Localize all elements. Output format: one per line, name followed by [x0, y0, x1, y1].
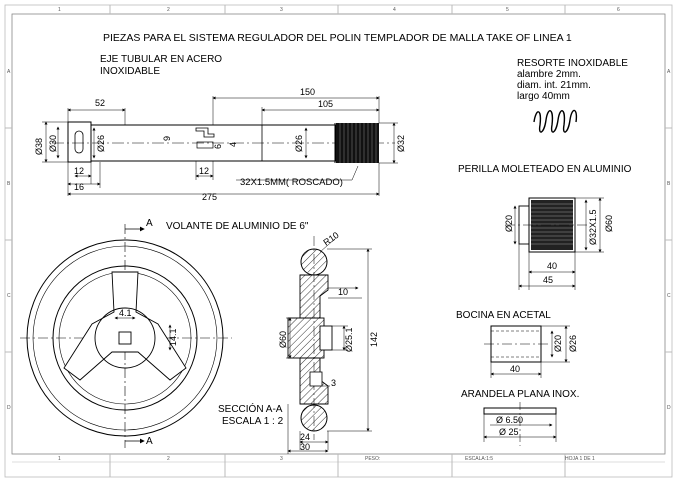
- dim-6: 6: [213, 144, 223, 149]
- column-label: 3: [280, 456, 283, 462]
- section-dim-142: 142: [369, 332, 379, 347]
- section-title-line1: SECCIÓN A-A: [218, 402, 283, 415]
- footer-scale: ESCALA:1:5: [465, 456, 493, 462]
- dim-275: 275: [202, 192, 217, 202]
- section-view: SECCIÓN A-A ESCALA 1 : 2 R10 10 Ø60: [218, 230, 379, 454]
- dim-d30: Ø30: [48, 135, 58, 152]
- handwheel-dim-41: 4.1: [119, 308, 132, 318]
- spring-view: RESORTE INOXIDABLE alambre 2mm. diam. in…: [517, 58, 628, 133]
- washer-view: ARANDELA PLANA INOX. Ø 6.50 Ø 25: [461, 389, 579, 446]
- knob-dim-d32x15: Ø32X1.5: [588, 209, 598, 245]
- row-label: C: [7, 293, 11, 299]
- dim-4: 4: [228, 142, 238, 147]
- column-label: 6: [617, 7, 620, 13]
- footer-sheet: HOJA 1 DE 1: [565, 456, 595, 462]
- washer-title: ARANDELA PLANA INOX.: [461, 389, 579, 400]
- footer-weight: PESO:: [365, 456, 380, 462]
- section-dim-d251: Ø25.1: [344, 327, 354, 352]
- row-label: A: [667, 69, 671, 75]
- column-label: 2: [167, 7, 170, 13]
- bushing-dim-d26: Ø26: [568, 335, 578, 352]
- column-label: 4: [393, 7, 396, 13]
- section-title-line2: ESCALA 1 : 2: [222, 416, 284, 427]
- spring-line2: alambre 2mm.: [517, 69, 581, 80]
- section-dim-d60: Ø60: [278, 331, 288, 348]
- dim-105: 105: [318, 99, 333, 109]
- section-marker-top: A: [146, 218, 153, 229]
- section-dim-24: 24: [300, 432, 310, 442]
- section-dim-30: 30: [300, 442, 310, 452]
- sheet-border: 1 2 3 4 5 6 1 2 3 A B C D A B C D PESO: …: [4, 4, 673, 478]
- row-label: C: [667, 293, 671, 299]
- spring-line1: RESORTE INOXIDABLE: [517, 58, 628, 69]
- bushing-title: BOCINA EN ACETAL: [456, 310, 551, 321]
- dim-52: 52: [95, 98, 105, 108]
- spring-line4: largo 40mm: [517, 91, 570, 102]
- knob-dim-45: 45: [543, 275, 553, 285]
- dim-9: 9: [162, 136, 172, 141]
- dim-d32: Ø32: [396, 135, 406, 152]
- knob-view: PERILLA MOLETEADO EN ALUMINIO Ø20 Ø32X1.…: [458, 164, 632, 290]
- row-label: D: [667, 405, 671, 411]
- washer-dim-d25: Ø 25: [499, 427, 519, 437]
- handwheel-title: VOLANTE DE ALUMINIO DE 6": [166, 221, 309, 232]
- shaft-title-line2: INOXIDABLE: [100, 66, 160, 77]
- handwheel-view: VOLANTE DE ALUMINIO DE 6" A A 4.1 14.1: [20, 218, 309, 448]
- column-label: 2: [167, 456, 170, 462]
- knob-dim-d60: Ø60: [604, 215, 614, 232]
- column-label: 1: [58, 7, 61, 13]
- knob-dim-40: 40: [547, 261, 557, 271]
- dim-16: 16: [74, 182, 84, 192]
- row-label: B: [667, 181, 671, 187]
- row-label: D: [7, 405, 11, 411]
- dim-150: 150: [300, 87, 315, 97]
- washer-dim-d650: Ø 6.50: [496, 415, 523, 425]
- shaft-view: EJE TUBULAR EN ACERO INOXIDABLE: [34, 54, 406, 202]
- section-dim-10: 10: [338, 287, 348, 297]
- dim-d26-left: Ø26: [96, 135, 106, 152]
- spring-line3: diam. int. 21mm.: [517, 80, 591, 91]
- dim-12-left: 12: [74, 166, 84, 176]
- dim-12-mid: 12: [199, 166, 209, 176]
- section-dim-r10: R10: [321, 230, 340, 248]
- dim-d26-right: Ø26: [294, 135, 304, 152]
- shaft-title-line1: EJE TUBULAR EN ACERO: [100, 54, 222, 65]
- drawing-title: PIEZAS PARA EL SISTEMA REGULADOR DEL POL…: [103, 32, 572, 44]
- section-dim-3: 3: [331, 378, 336, 388]
- column-label: 1: [58, 456, 61, 462]
- knob-title: PERILLA MOLETEADO EN ALUMINIO: [458, 164, 632, 175]
- column-label: 3: [280, 7, 283, 13]
- bushing-dim-d20: Ø20: [553, 335, 563, 352]
- bushing-view: BOCINA EN ACETAL Ø20 Ø26 40: [456, 310, 578, 378]
- row-label: A: [7, 69, 11, 75]
- thread-callout: 32X1.5MM( ROSCADO): [240, 177, 343, 188]
- section-marker-bottom: A: [146, 436, 153, 447]
- bushing-dim-40: 40: [510, 364, 520, 374]
- knob-dim-d20: Ø20: [504, 215, 514, 232]
- dim-d38: Ø38: [34, 138, 44, 155]
- handwheel-dim-141: 14.1: [168, 328, 178, 346]
- column-label: 5: [506, 7, 509, 13]
- row-label: B: [7, 181, 11, 187]
